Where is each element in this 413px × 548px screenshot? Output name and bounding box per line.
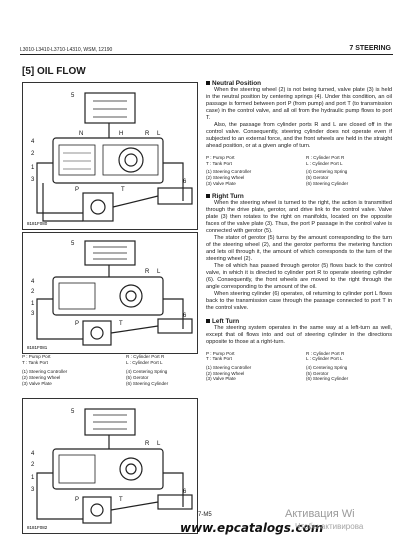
section-title: [5] OIL FLOW xyxy=(22,66,86,77)
gerotor-drawing xyxy=(118,147,144,173)
svg-text:L: L xyxy=(157,269,161,275)
callout-3: 3 xyxy=(31,177,35,183)
header-rule xyxy=(20,54,393,55)
right-turn-paragraph: The stator of gerotor (5) turns by the a… xyxy=(206,234,392,262)
neutral-circuit-drawing: 5 4 2 1 3 6 P T R L N H 8181F080 xyxy=(27,92,193,226)
manual-model-header: L3010·L3410·L3710·L4310, WSM, 12190 xyxy=(20,47,113,53)
svg-text:1: 1 xyxy=(31,301,35,307)
figure-id: 8181F081 xyxy=(27,345,48,350)
svg-text:L: L xyxy=(157,441,161,447)
svg-text:3: 3 xyxy=(31,311,35,317)
right-turn-paragraph: When steering cylinder (6) operates, oil… xyxy=(206,290,392,311)
left-turn-heading: Left Turn xyxy=(206,318,392,325)
oil-flow-diagram-right-turn: 5 4 2 1 3 6 P T R L 8181F081 xyxy=(22,232,198,354)
activation-watermark: Активация Wi xyxy=(285,508,355,520)
bullet-square-icon xyxy=(206,318,210,323)
figure-id: 8181F080 xyxy=(27,221,48,226)
page-number: 7-M5 xyxy=(198,512,212,518)
oil-flow-diagram-left-turn: 5 4 2 1 3 6 P T R L 8181F082 xyxy=(22,398,198,534)
figure-id: 8181F082 xyxy=(27,525,48,530)
steering-cylinder-drawing xyxy=(157,187,193,205)
svg-text:1: 1 xyxy=(31,475,35,481)
oil-flow-diagram-neutral: 5 4 2 1 3 6 P T R L N H 8181F080 xyxy=(22,82,198,230)
svg-text:4: 4 xyxy=(31,279,35,285)
source-url-watermark: www.epcatalogs.com xyxy=(180,521,324,535)
port-h-label: H xyxy=(119,131,123,137)
svg-text:R: R xyxy=(145,441,150,447)
svg-text:5: 5 xyxy=(71,241,75,247)
right-turn-paragraph: When the steering wheel is turned to the… xyxy=(206,199,392,234)
svg-text:5: 5 xyxy=(71,409,75,415)
svg-text:T: T xyxy=(119,497,123,503)
port-t-label: T xyxy=(121,187,125,193)
pump-drawing xyxy=(82,192,114,222)
neutral-paragraph: When the steering wheel (2) is not being… xyxy=(206,87,392,121)
left-turn-circuit-drawing: 5 4 2 1 3 6 P T R L 8181F082 xyxy=(27,408,193,530)
right-turn-heading: Right Turn xyxy=(206,193,392,200)
svg-text:6: 6 xyxy=(183,489,187,495)
callout-1: 1 xyxy=(31,165,35,171)
port-n-label: N xyxy=(79,131,83,137)
svg-text:6: 6 xyxy=(183,313,187,319)
svg-text:4: 4 xyxy=(31,451,35,457)
callout-5: 5 xyxy=(71,93,75,99)
steering-wheel-drawing xyxy=(84,92,136,124)
right-turn-circuit-drawing: 5 4 2 1 3 6 P T R L 8181F081 xyxy=(27,240,193,350)
bullet-square-icon xyxy=(206,193,210,198)
port-l-label: L xyxy=(157,131,161,137)
right-column: Neutral Position When the steering wheel… xyxy=(206,80,392,382)
port-p-label: P xyxy=(75,187,79,193)
svg-text:T: T xyxy=(119,321,123,327)
svg-text:3: 3 xyxy=(31,487,35,493)
callout-6: 6 xyxy=(183,179,187,185)
right-turn-paragraph: The oil which has passed through gerotor… xyxy=(206,262,392,290)
neutral-paragraph: Also, the passage from cylinder ports R … xyxy=(206,122,392,149)
svg-text:2: 2 xyxy=(31,289,35,295)
neutral-heading: Neutral Position xyxy=(206,80,392,87)
control-valve-drawing xyxy=(52,137,164,184)
svg-text:P: P xyxy=(75,497,79,503)
chapter-header: 7 STEERING xyxy=(349,45,391,52)
svg-text:P: P xyxy=(75,321,79,327)
callout-2: 2 xyxy=(31,151,35,157)
left-turn-paragraph: The steering system operates in the same… xyxy=(206,324,392,345)
svg-text:2: 2 xyxy=(31,462,35,468)
callout-4: 4 xyxy=(31,139,35,145)
svg-text:R: R xyxy=(145,269,150,275)
activation-watermark-subtext: Чтобы активирова xyxy=(295,522,364,531)
port-r-label: R xyxy=(145,131,150,137)
bullet-square-icon xyxy=(206,81,210,86)
